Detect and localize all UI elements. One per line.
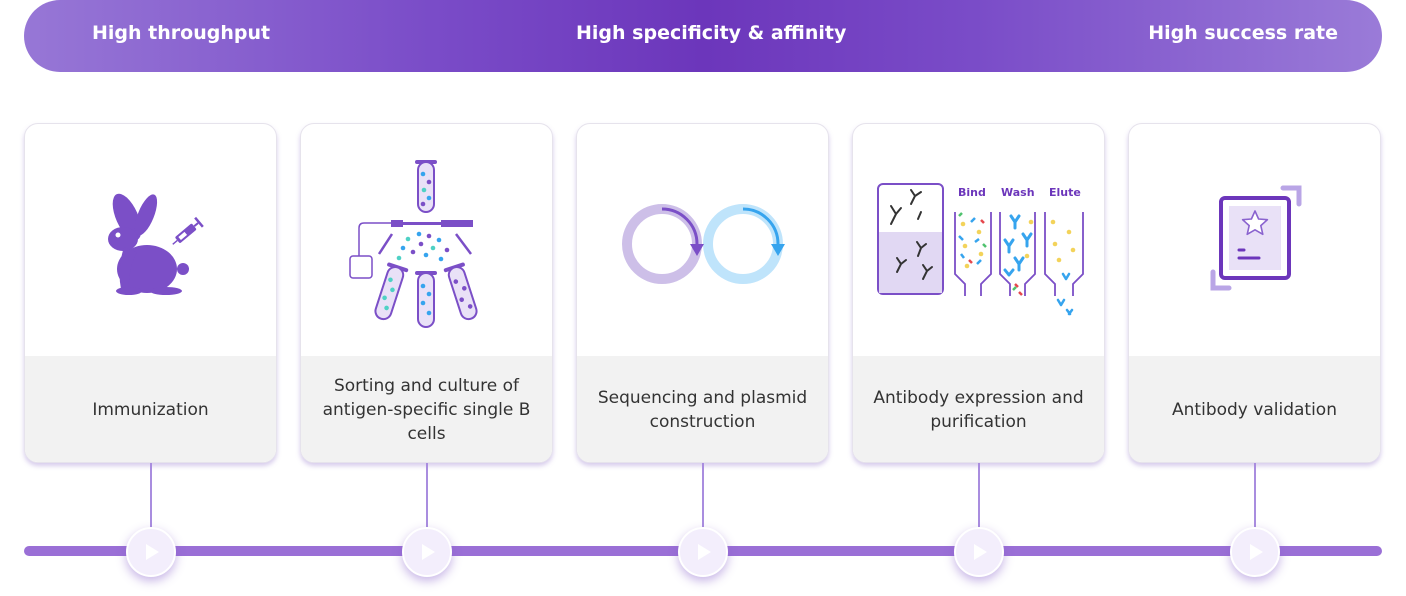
connector-line: [426, 463, 428, 529]
rabbit-syringe-icon: [108, 193, 204, 295]
timeline-node-4[interactable]: [954, 527, 1004, 577]
sorting-tubes-icon: [349, 160, 478, 328]
timeline-node-3[interactable]: [678, 527, 728, 577]
bind-label: Bind: [958, 186, 986, 199]
banner-high-success-rate: High success rate: [1148, 22, 1338, 44]
step-label: Antibody validation: [1129, 356, 1380, 462]
play-icon: [1250, 544, 1263, 560]
banner-high-specificity: High specificity & affinity: [576, 22, 847, 44]
timeline-node-5[interactable]: [1230, 527, 1280, 577]
feature-banner: High throughput High specificity & affin…: [24, 0, 1382, 72]
step-card-immunization: Immunization: [24, 123, 277, 463]
timeline-node-1[interactable]: [126, 527, 176, 577]
play-icon: [974, 544, 987, 560]
connector-line: [978, 463, 980, 529]
timeline-node-2[interactable]: [402, 527, 452, 577]
step-label: Sequencing and plasmid construction: [577, 356, 828, 462]
step-label: Immunization: [25, 356, 276, 462]
connector-line: [1254, 463, 1256, 529]
elute-label: Elute: [1049, 186, 1081, 199]
step-label: Antibody expression and purification: [853, 356, 1104, 462]
step-card-sorting: Sorting and culture of antigen-specific …: [300, 123, 553, 463]
step-card-sequencing: Sequencing and plasmid construction: [576, 123, 829, 463]
step-card-purification: Bind Wash Elute: [852, 123, 1105, 463]
banner-high-throughput: High throughput: [92, 22, 271, 44]
plasmid-cycle-icon: [622, 204, 785, 284]
step-label: Sorting and culture of antigen-specific …: [301, 356, 552, 462]
validation-certificate-icon: [1210, 185, 1302, 291]
antibody-purification-icon: Bind Wash Elute: [877, 183, 1084, 316]
play-icon: [422, 544, 435, 560]
wash-label: Wash: [1001, 186, 1035, 199]
step-card-validation: Antibody validation: [1128, 123, 1381, 463]
connector-line: [150, 463, 152, 529]
play-icon: [698, 544, 711, 560]
play-icon: [146, 544, 159, 560]
connector-line: [702, 463, 704, 529]
